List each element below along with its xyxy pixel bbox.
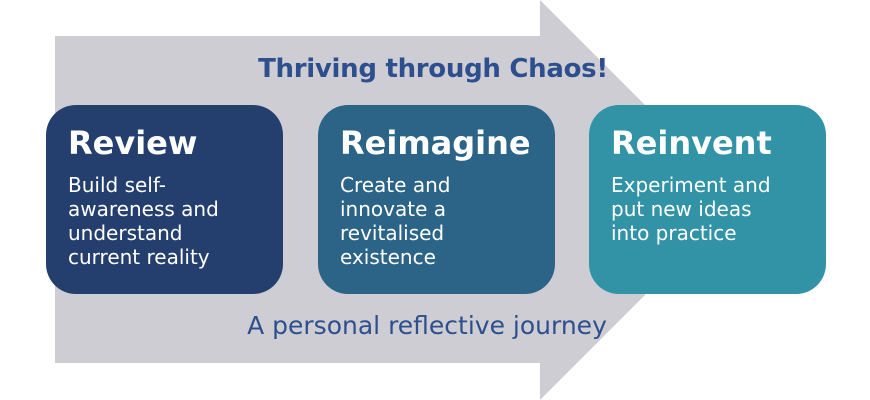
stage-description: Experiment and put new ideas into practi…	[611, 173, 826, 245]
title-text: Thriving through Chaos!	[258, 54, 608, 84]
stage-heading: Reimagine	[340, 124, 531, 162]
description-line: Build self-	[68, 173, 167, 197]
description-line: current reality	[68, 245, 210, 269]
stage-box-reinvent: Reinvent Experiment and put new ideas in…	[589, 105, 826, 294]
stage-description: Create and innovate a revitalised existe…	[340, 173, 555, 269]
diagram-title: Thriving through Chaos!	[0, 54, 870, 84]
description-line: Experiment and	[611, 173, 771, 197]
description-line: Create and	[340, 173, 451, 197]
description-line: innovate a	[340, 197, 446, 221]
description-line: awareness and	[68, 197, 219, 221]
subtitle-text: A personal reflective journey	[247, 311, 607, 340]
stage-heading: Review	[68, 124, 198, 162]
stage-description: Build self- awareness and understand cur…	[68, 173, 283, 269]
description-line: put new ideas	[611, 197, 752, 221]
description-line: understand	[68, 221, 183, 245]
diagram-subtitle: A personal reflective journey	[0, 311, 870, 340]
stage-box-review: Review Build self- awareness and underst…	[46, 105, 283, 294]
stage-heading: Reinvent	[611, 124, 772, 162]
description-line: revitalised	[340, 221, 445, 245]
description-line: existence	[340, 245, 436, 269]
stage-box-reimagine: Reimagine Create and innovate a revitali…	[318, 105, 555, 294]
description-line: into practice	[611, 221, 737, 245]
